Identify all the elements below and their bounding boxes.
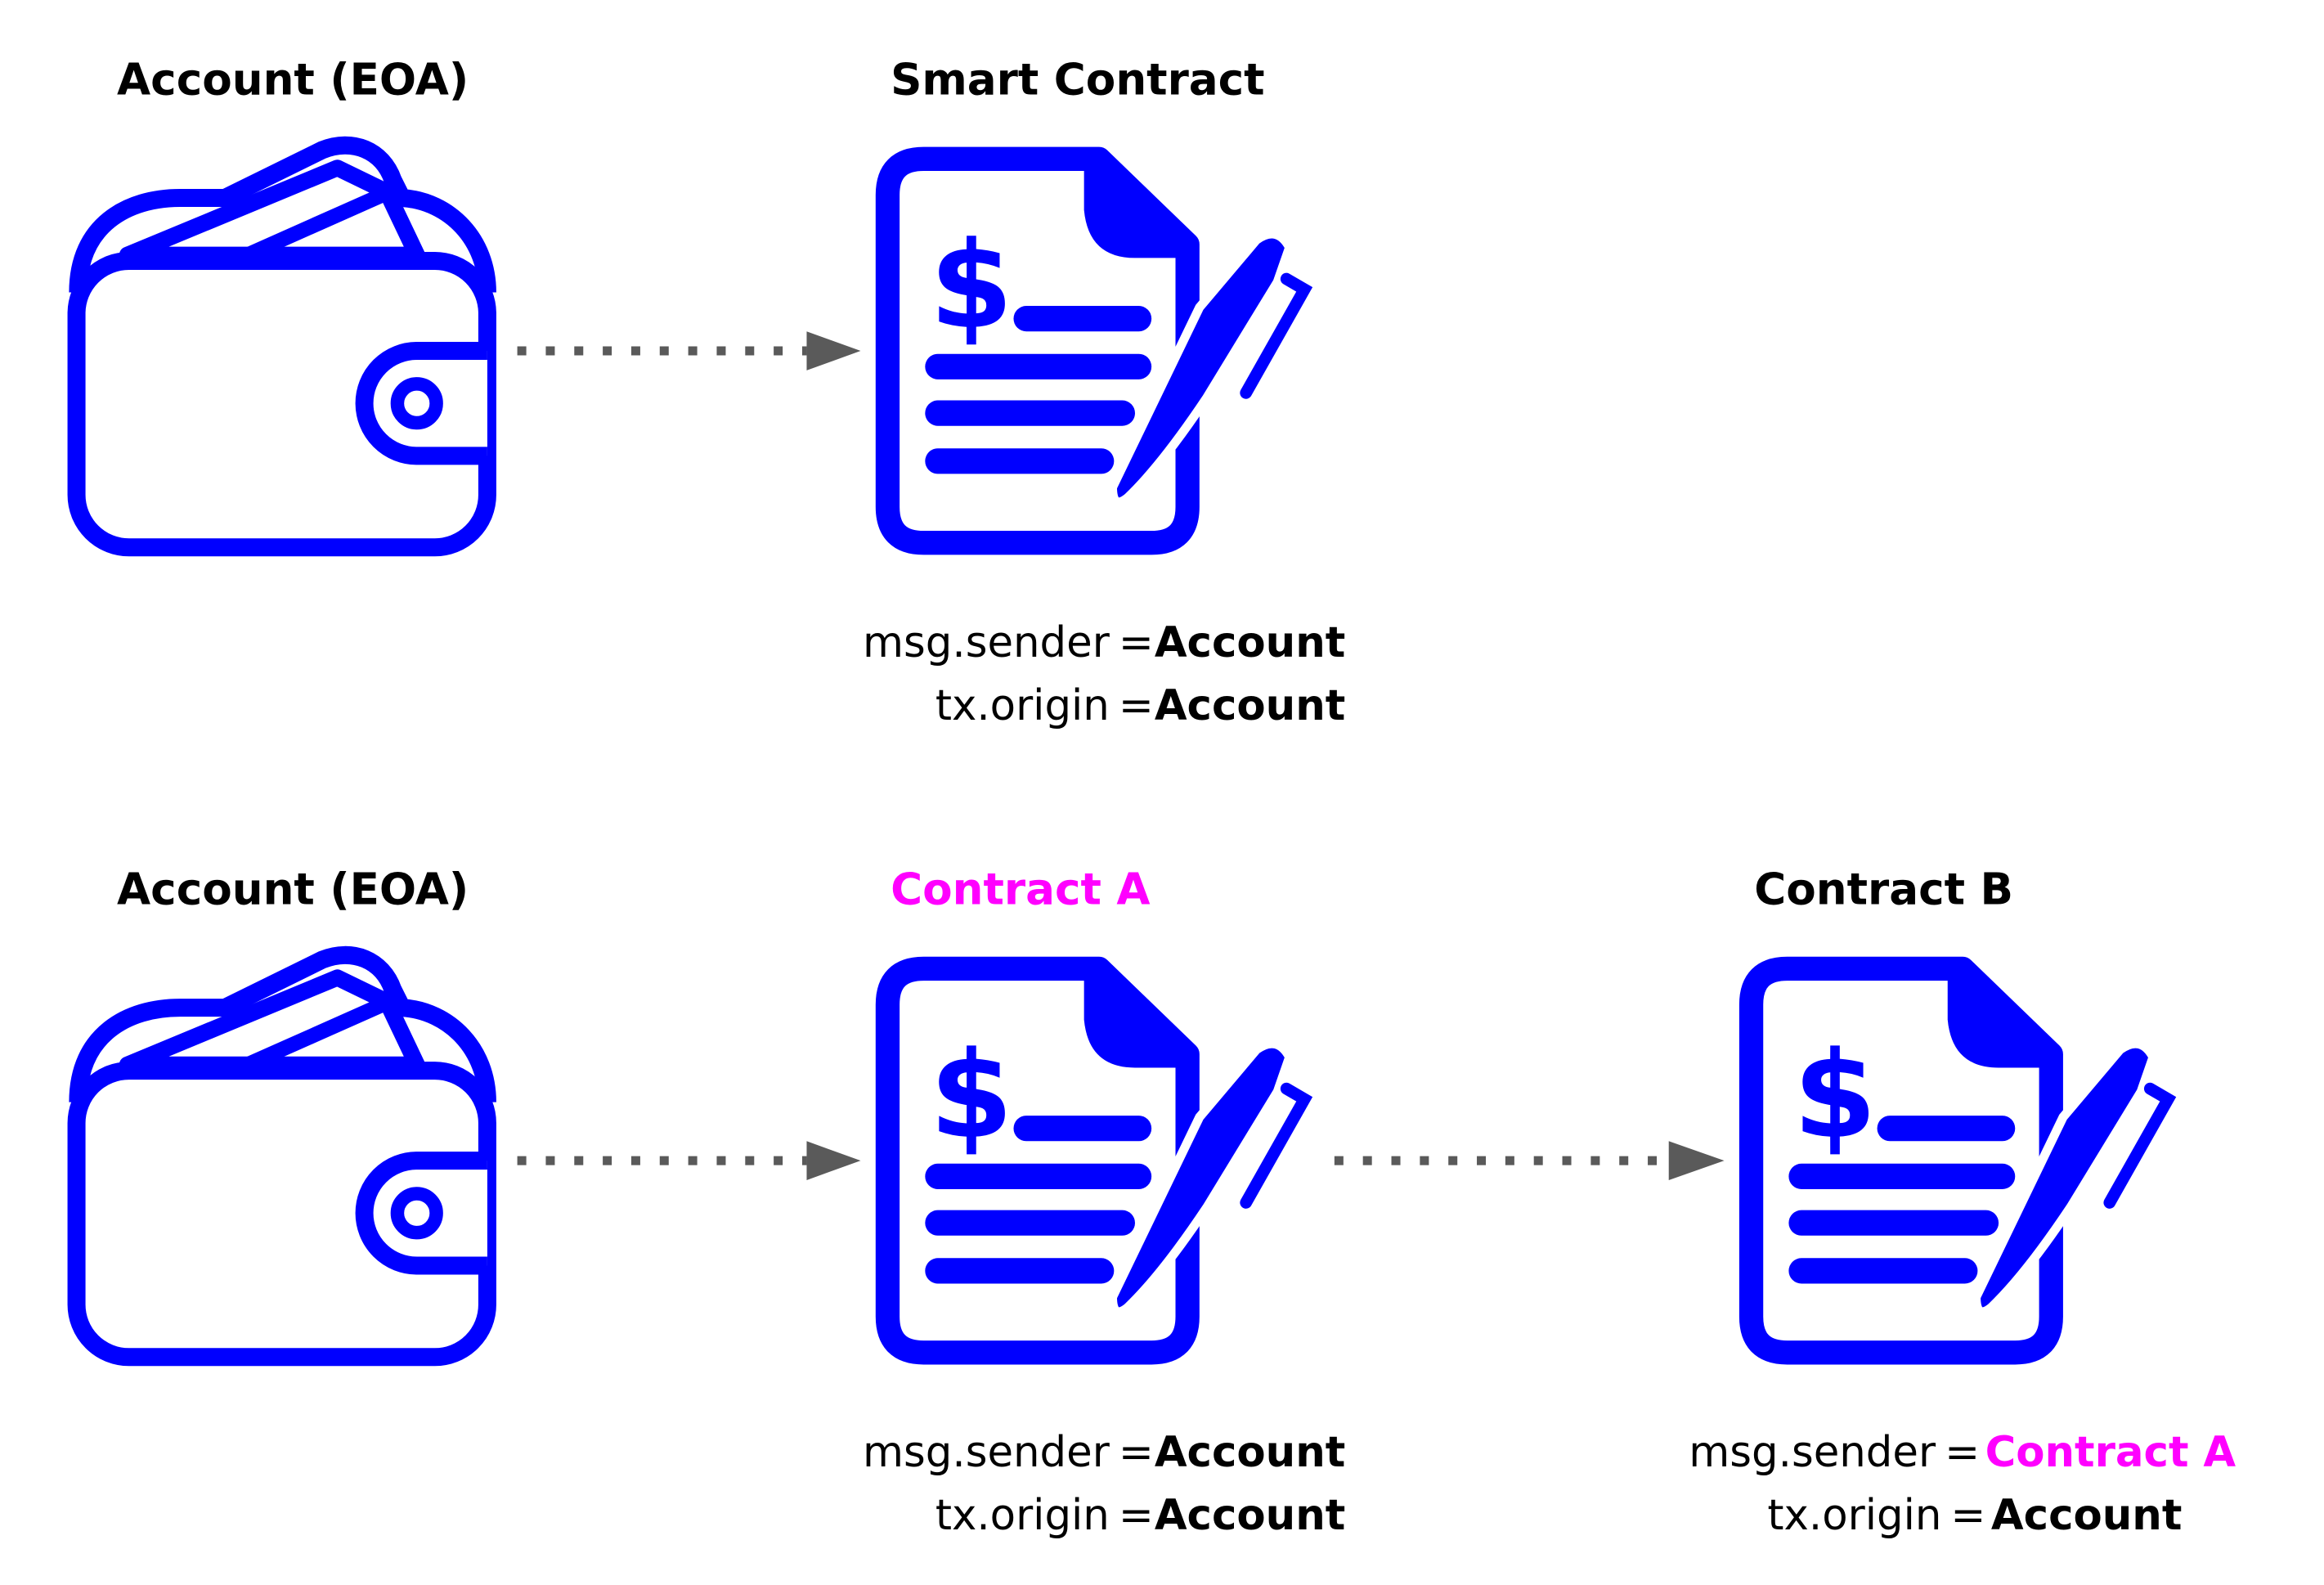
equals-sign: =: [1950, 1491, 1985, 1540]
equals-sign: =: [1945, 1428, 1980, 1477]
tx-origin-label: tx.origin: [935, 681, 1110, 730]
equals-sign: =: [1119, 1491, 1154, 1540]
tx-origin-value: Account: [1991, 1491, 2182, 1540]
msg-sender-label: msg.sender: [863, 1428, 1110, 1477]
wallet-icon: [77, 146, 487, 547]
contract-b-title: Contract B: [1754, 864, 2013, 915]
tx-origin-label: tx.origin: [1767, 1491, 1941, 1540]
tx-origin-label: tx.origin: [935, 1491, 1110, 1540]
smart-contract-title: Smart Contract: [891, 55, 1264, 106]
dollar-icon: $: [930, 1026, 1013, 1165]
arrow-head-icon: [806, 1141, 861, 1180]
arrow-head-icon: [1668, 1141, 1725, 1180]
dollar-icon: $: [930, 216, 1013, 356]
tx-origin-value: Account: [1155, 1491, 1345, 1540]
wallet-icon: [77, 955, 487, 1357]
call-arrow: [517, 331, 861, 370]
msg-sender-value: Account: [1155, 618, 1345, 667]
account-title: Account (EOA): [117, 55, 469, 106]
msg-sender-value: Account: [1155, 1428, 1345, 1477]
equals-sign: =: [1119, 1428, 1154, 1477]
equals-sign: =: [1119, 681, 1154, 730]
arrow-head-icon: [806, 331, 861, 370]
dollar-icon: $: [1793, 1026, 1877, 1165]
call-arrow: [517, 1141, 861, 1180]
equals-sign: =: [1119, 618, 1154, 667]
msg-sender-label: msg.sender: [1689, 1428, 1936, 1477]
msg-sender-label: msg.sender: [863, 618, 1110, 667]
msg-sender-value: Contract A: [1985, 1428, 2237, 1477]
contract-a-title: Contract A: [891, 864, 1150, 915]
tx-origin-value: Account: [1155, 681, 1345, 730]
call-arrow: [1334, 1141, 1725, 1180]
account-title: Account (EOA): [117, 864, 469, 915]
